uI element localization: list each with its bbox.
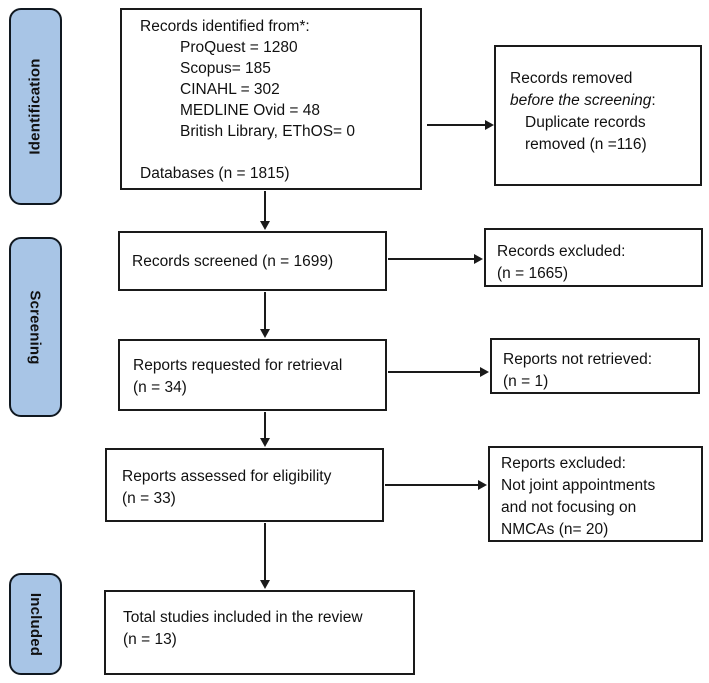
records-excluded-text: Records excluded: (497, 243, 626, 260)
reports-assessed-box: Reports assessed for eligibility (n = 33… (105, 448, 384, 522)
databases-total: Databases (n = 1815) (140, 165, 290, 182)
reports-assessed-count: (n = 33) (122, 490, 176, 507)
records-identified-title: Records identified from*: (140, 18, 310, 35)
source-cinahl: CINAHL = 302 (180, 81, 280, 98)
records-excluded-box: Records excluded: (n = 1665) (484, 228, 703, 287)
duplicate-records-line: Duplicate records (525, 114, 646, 131)
reports-excluded-reason2: and not focusing on (501, 499, 637, 516)
arrow-screened-to-retrieval-line (264, 292, 266, 330)
records-screened-box: Records screened (n = 1699) (118, 231, 387, 291)
phase-identification-label: Identification (27, 58, 45, 155)
blank-line (140, 142, 414, 163)
source-medline: MEDLINE Ovid = 48 (180, 102, 320, 119)
arrow-retrieval-to-assessed-line (264, 412, 266, 439)
arrow-identified-to-removed-head-icon (485, 120, 494, 130)
studies-included-count: (n = 13) (123, 631, 177, 648)
arrow-retrieval-to-assessed-head-icon (260, 438, 270, 447)
records-excluded-count: (n = 1665) (497, 265, 569, 282)
arrow-identified-to-removed-line (427, 124, 486, 126)
reports-requested-count: (n = 34) (133, 379, 187, 396)
arrow-assessed-to-excluded-head-icon (478, 480, 487, 490)
records-removed-line1: Records removed (510, 70, 633, 87)
records-screened-text: Records screened (n = 1699) (132, 252, 334, 270)
arrow-assessed-to-excluded-line (385, 484, 479, 486)
source-proquest: ProQuest = 1280 (180, 39, 298, 56)
source-scopus: Scopus= 185 (180, 60, 271, 77)
phase-identification: Identification (9, 8, 62, 205)
before-screening-colon: : (651, 92, 656, 109)
source-british-library: British Library, EThOS= 0 (180, 123, 356, 140)
reports-not-retrieved-count: (n = 1) (503, 373, 549, 390)
arrow-identified-to-screened-line (264, 191, 266, 222)
reports-not-retrieved-text: Reports not retrieved: (503, 351, 653, 368)
reports-excluded-reason1: Not joint appointments (501, 477, 656, 494)
arrow-screened-to-retrieval-head-icon (260, 329, 270, 338)
reports-assessed-text: Reports assessed for eligibility (122, 468, 332, 485)
arrow-retrieval-to-notretrieved-head-icon (480, 367, 489, 377)
before-screening-italic: before the screening (510, 92, 652, 109)
records-removed-line2: before the screening: (510, 90, 696, 112)
arrow-retrieval-to-notretrieved-line (388, 371, 481, 373)
records-identified-box: Records identified from*: ProQuest = 128… (120, 8, 422, 190)
reports-excluded-count: NMCAs (n= 20) (501, 521, 609, 538)
duplicate-records-count: removed (n =116) (525, 136, 647, 153)
studies-included-text: Total studies included in the review (123, 609, 363, 626)
arrow-assessed-to-included-line (264, 523, 266, 581)
records-removed-box: Records removed before the screening: Du… (494, 45, 702, 186)
reports-not-retrieved-box: Reports not retrieved: (n = 1) (490, 338, 700, 394)
arrow-identified-to-screened-head-icon (260, 221, 270, 230)
phase-screening-label: Screening (27, 289, 45, 365)
phase-included-label: Included (27, 592, 44, 656)
arrow-screened-to-excluded-line (388, 258, 475, 260)
reports-requested-text: Reports requested for retrieval (133, 357, 343, 374)
reports-requested-box: Reports requested for retrieval (n = 34) (118, 339, 387, 411)
reports-excluded-box: Reports excluded: Not joint appointments… (488, 446, 703, 542)
studies-included-box: Total studies included in the review (n … (104, 590, 415, 675)
phase-included: Included (9, 573, 62, 675)
arrow-assessed-to-included-head-icon (260, 580, 270, 589)
reports-excluded-text: Reports excluded: (501, 455, 626, 472)
phase-screening: Screening (9, 237, 62, 417)
arrow-screened-to-excluded-head-icon (474, 254, 483, 264)
